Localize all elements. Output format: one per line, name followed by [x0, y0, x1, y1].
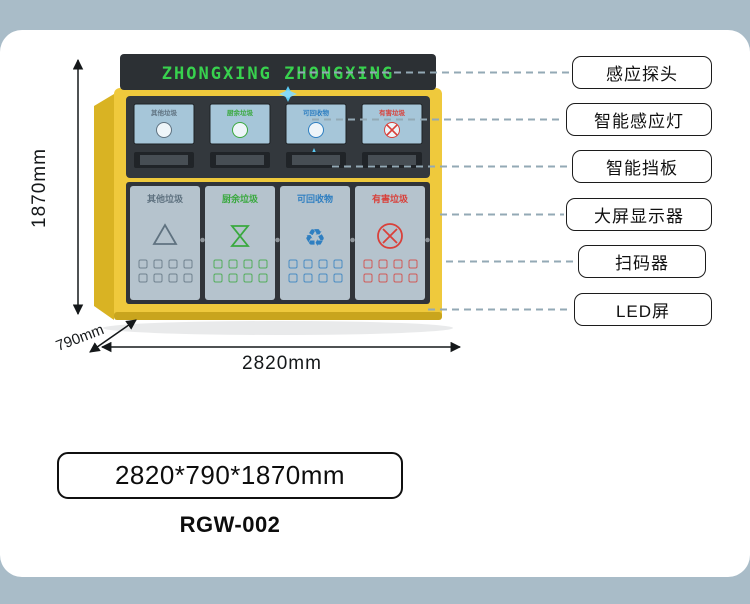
model-number: RGW-002	[179, 512, 281, 537]
screen-label: 可回收物	[303, 108, 330, 117]
product-illustration: ZHONGXING ZHONGXING 其他垃圾 厨余垃圾 可回收物	[82, 48, 460, 348]
other-waste-icon	[152, 223, 178, 245]
screen-recyclable: 可回收物	[285, 103, 347, 145]
recyclable-icon: ♻	[304, 225, 326, 252]
callout-label: 智能挡板	[606, 159, 678, 178]
cabinet-side-panel	[94, 94, 114, 320]
screen-harmful-waste: 有害垃圾	[361, 103, 423, 145]
base-trim	[114, 312, 442, 320]
door-icon-grid	[138, 259, 193, 283]
callout-label: 扫码器	[615, 254, 669, 273]
screen-label: 其他垃圾	[151, 108, 178, 117]
bin-door-harmful-waste: 有害垃圾	[355, 186, 425, 300]
door-icon-grid	[213, 259, 268, 283]
upper-panel	[126, 96, 430, 178]
callout-sensor-probe: 感应探头	[572, 56, 712, 89]
callout-label: 大屏显示器	[594, 207, 684, 226]
harmful-waste-icon	[377, 223, 403, 249]
smart-bin-graphic: ZHONGXING ZHONGXING 其他垃圾 厨余垃圾 可回收物	[94, 54, 453, 335]
led-banner-text: ZHONGXING ZHONGXING	[162, 64, 394, 84]
door-icon-grid	[363, 259, 418, 283]
bin-door-other-waste: 其他垃圾	[130, 186, 200, 300]
led-banner-board	[120, 54, 436, 90]
bin-door-recyclable: 可回收物 ♻	[280, 186, 350, 300]
callout-code-scanner: 扫码器	[578, 245, 706, 278]
door-label: 有害垃圾	[372, 193, 409, 204]
door-icon-grid	[288, 259, 343, 283]
smart-baffles	[134, 152, 422, 168]
door-label: 厨余垃圾	[222, 193, 259, 204]
callout-label: LED屏	[615, 302, 671, 321]
callout-label: 智能感应灯	[594, 112, 684, 131]
ground-shadow	[103, 321, 453, 335]
screen-label: 有害垃圾	[379, 108, 406, 117]
bin-door-kitchen-waste: 厨余垃圾	[205, 186, 275, 300]
screen-label: 厨余垃圾	[227, 108, 254, 117]
callout-label: 感应探头	[606, 65, 678, 84]
height-dimension-label: 1870mm	[29, 148, 50, 228]
screen-kitchen-waste: 厨余垃圾	[209, 103, 271, 145]
callout-smart-baffle: 智能挡板	[572, 150, 712, 183]
callout-sensor-light: 智能感应灯	[566, 103, 712, 136]
kitchen-waste-icon	[230, 225, 250, 247]
x-icon	[386, 124, 398, 136]
screen-other-waste: 其他垃圾	[133, 103, 195, 145]
width-dimension-label: 2820mm	[242, 353, 322, 374]
callout-led-screen: LED屏	[574, 293, 712, 326]
door-label: 其他垃圾	[147, 193, 184, 204]
door-label: 可回收物	[297, 193, 333, 204]
door-knobs	[200, 237, 430, 243]
size-spec-box: 2820*790*1870mm	[57, 452, 403, 499]
doors-frame	[126, 182, 430, 304]
callout-large-display: 大屏显示器	[566, 198, 712, 231]
